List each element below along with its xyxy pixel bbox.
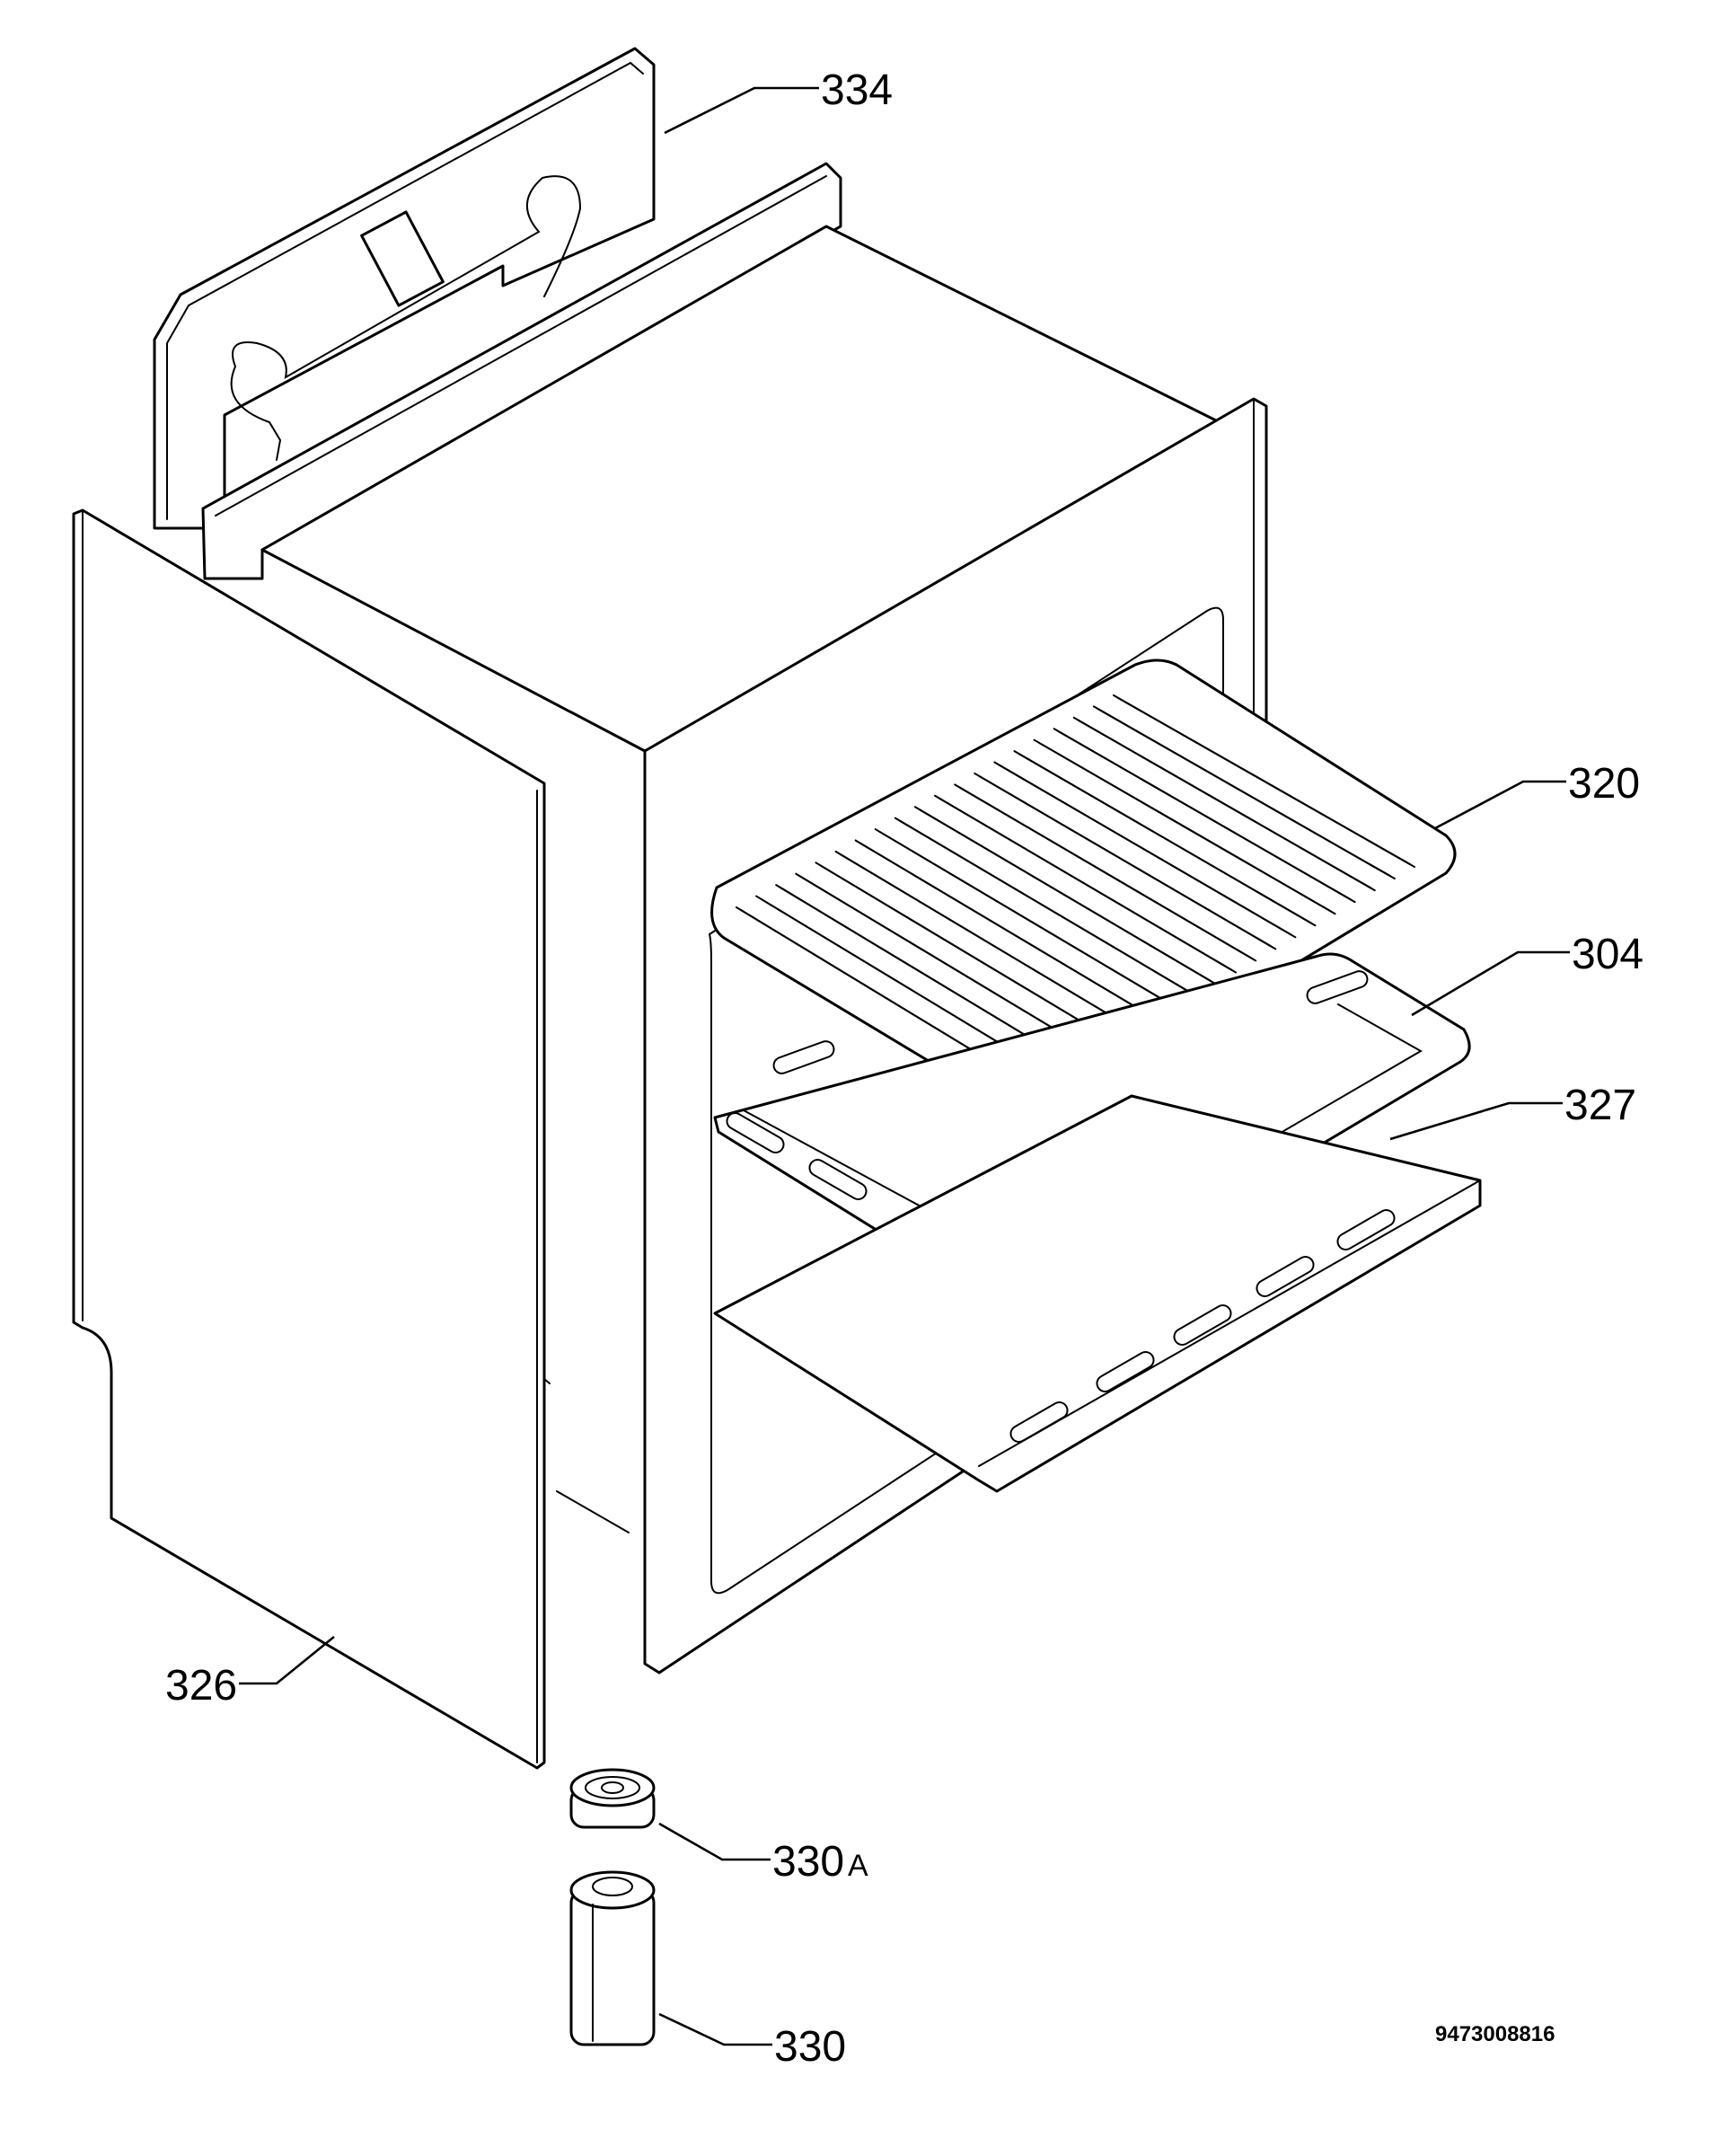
grid-bar — [958, 786, 1257, 962]
callout-334: 334 — [821, 66, 893, 114]
grid-bar — [799, 875, 1098, 1056]
leader-lines — [239, 86, 1570, 2046]
foot — [569, 1870, 656, 2046]
foot-cap — [569, 1768, 656, 1829]
back-panel — [153, 47, 656, 530]
grid-bar — [898, 819, 1197, 997]
callout-304: 304 — [1572, 931, 1643, 978]
side-panel — [72, 508, 546, 1770]
leader-330A — [658, 1822, 771, 1861]
grid-bar — [859, 842, 1158, 1021]
grid-bar — [839, 853, 1138, 1032]
grid-bar — [1037, 741, 1336, 915]
grid-bar — [978, 774, 1277, 950]
grid-bar — [819, 864, 1118, 1044]
leader-330 — [658, 2012, 772, 2046]
callout-320: 320 — [1568, 760, 1640, 808]
grid-bar — [878, 831, 1177, 1009]
callout-327: 327 — [1564, 1082, 1636, 1129]
grid-bar — [1057, 730, 1356, 904]
drip-pan — [713, 1094, 1482, 1493]
callout-326: 326 — [165, 1662, 237, 1710]
callout-330A-suffix: A — [848, 1849, 868, 1883]
leader-334 — [664, 86, 819, 135]
grid-bar — [1117, 697, 1415, 868]
drawing-number: 9473008816 — [1435, 2022, 1555, 2046]
callout-330: 330 — [774, 2023, 846, 2071]
leader-327 — [1389, 1101, 1563, 1141]
grid-bar — [918, 808, 1217, 985]
leader-304 — [1411, 950, 1570, 1017]
grid-bar — [1077, 719, 1376, 892]
grid-bar — [1097, 708, 1396, 880]
grid-bar — [938, 797, 1238, 974]
leader-326 — [239, 1635, 335, 1685]
leader-320 — [1434, 780, 1566, 830]
grid-bar — [998, 764, 1297, 939]
callout-330A: 330 — [772, 1838, 844, 1886]
grid-bar — [1018, 753, 1317, 927]
